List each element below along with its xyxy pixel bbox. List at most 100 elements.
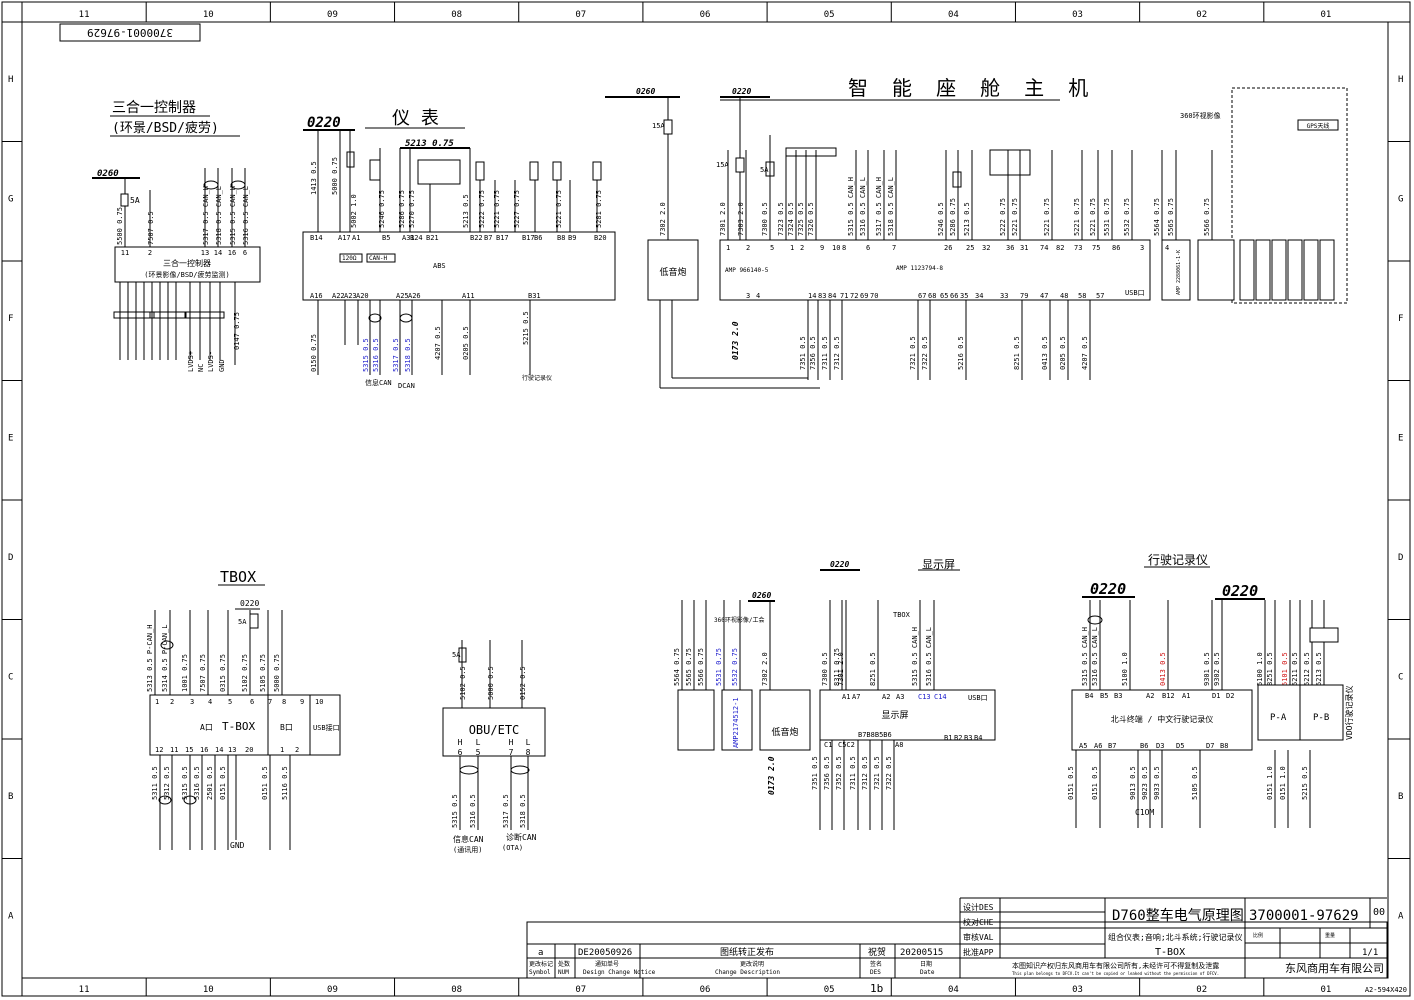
label-text: 更改说明 <box>740 960 764 968</box>
label-text: AMP 966140-5 <box>725 267 769 274</box>
wire-label: 5317 0.5 CAN_H <box>875 177 883 236</box>
wire-label: 7312 0.5 <box>861 756 869 790</box>
pin-label: 35 <box>960 292 968 300</box>
label-text: USB口 <box>1125 289 1145 297</box>
label-text: AMP2174512-1 <box>732 697 740 748</box>
label-text: 5315 0.5 <box>451 794 459 828</box>
wire-label: 7326 0.5 <box>807 202 815 236</box>
wire-label: 5105 0.5 <box>1191 766 1199 800</box>
pin-label: 33 <box>1000 292 1008 300</box>
pin-label: 34 <box>975 292 983 300</box>
wire-label: 7321 0.5 <box>909 336 917 370</box>
column-label: 05 <box>824 10 835 20</box>
pin-label: B12 <box>1162 692 1175 700</box>
pin-label: 15 <box>185 746 193 754</box>
pin-label: 6 <box>250 698 254 706</box>
row-label: F <box>1398 314 1403 324</box>
pin-label: 32 <box>982 244 990 252</box>
label-text: B4 <box>974 734 982 742</box>
label-text: VDO行驶记录仪 <box>1344 686 1354 740</box>
label-text: 5315 0.5 CAN_H <box>229 186 237 245</box>
pin-label: D2 <box>1226 692 1234 700</box>
pin-label: 31 <box>1020 244 1028 252</box>
label-text: 15A <box>652 122 665 130</box>
label-text: 360环视影像/工会 <box>714 616 764 624</box>
pin-label: 9 <box>820 244 824 252</box>
block-title: TBOX <box>220 568 256 586</box>
pin-label: B24 <box>410 234 423 242</box>
wire-label: 5311 0.5 <box>151 766 159 800</box>
label-text: 诊断CAN <box>506 832 537 842</box>
wire-label: 7302 2.0 <box>659 202 667 236</box>
label-text: B1 <box>944 734 952 742</box>
wire-label: 7351 0.5 <box>811 756 819 790</box>
pin-label: 67 <box>918 292 926 300</box>
wire-label: 7302 2.0 <box>761 652 769 686</box>
wire-label: 7300 0.5 <box>761 202 769 236</box>
label-text: (环景影像/BSD/疲劳监测) <box>144 270 230 279</box>
label-text: 20200515 <box>900 948 943 958</box>
wire-label: 5318 0.5 CAN_L <box>887 177 895 236</box>
pin-label: B7 <box>1108 742 1116 750</box>
pin-label: 26 <box>944 244 952 252</box>
label-text: 8 <box>526 748 531 757</box>
column-label: 10 <box>203 10 214 20</box>
row-label: B <box>8 792 13 802</box>
label-text: 6 <box>243 249 247 257</box>
pin-label: 72 <box>850 292 858 300</box>
pin-label: A11 <box>462 292 475 300</box>
label-text: 祝贺 <box>868 946 886 958</box>
wire-label: 9302 0.5 <box>1213 652 1221 686</box>
cluster-box <box>302 231 616 301</box>
label-text: 5246 0.75 <box>378 190 386 228</box>
pin-label: A3 <box>896 693 904 701</box>
label-text: 5316 0.5 CAN_L <box>242 186 250 245</box>
pin-label: A2 <box>1146 692 1154 700</box>
pin-label: 4 <box>208 698 212 706</box>
label-text: 15A <box>716 161 729 169</box>
pin-label: B20 <box>594 234 607 242</box>
label-text: B7B8B5B6 <box>858 731 892 739</box>
pin-label: 13 <box>228 746 236 754</box>
pin-label: 57 <box>1096 292 1104 300</box>
pin-label: 10 <box>832 244 840 252</box>
label-text: 北斗终端 / 中文行驶记录仪 <box>1111 714 1213 724</box>
display-box <box>819 689 996 741</box>
pin-label: 11 <box>170 746 178 754</box>
label-text: Date <box>920 969 935 976</box>
pin-label: 1 <box>726 244 730 252</box>
column-label: 07 <box>575 10 586 20</box>
wire-label: 7311 0.5 <box>821 336 829 370</box>
row-label: H <box>8 75 13 85</box>
pin-label: 73 <box>1074 244 1082 252</box>
wire-label: 5211 0.5 <box>1291 652 1299 686</box>
row-label: D <box>1398 553 1403 563</box>
pin-label: A22 <box>332 292 345 300</box>
label-text: 5315 0.5 <box>362 338 370 372</box>
label-text: 0220 <box>1222 582 1258 600</box>
label-text: 14 <box>214 249 222 257</box>
label-text: 通知单号 <box>595 960 619 968</box>
wire-label: 5246 0.5 <box>937 202 945 236</box>
pin-label: C13 <box>918 693 931 701</box>
label-text: 5286 0.75 <box>398 190 406 228</box>
pin-label: B14 <box>310 234 323 242</box>
label-text: 5000 0.5 <box>487 666 495 700</box>
wire-label: 0151 0.5 <box>219 766 227 800</box>
label-text: 1/1 <box>1362 948 1378 958</box>
pin-label: A23 <box>344 292 357 300</box>
wire-label: 0413 0.5 <box>1159 652 1167 686</box>
pin-label: 79 <box>1020 292 1028 300</box>
wire-label: 7312 0.5 <box>833 336 841 370</box>
wire-label: 7322 0.5 <box>921 336 929 370</box>
row-label: A <box>1398 911 1404 921</box>
wire-label: 0151 0.5 <box>1067 766 1075 800</box>
column-label: 11 <box>79 985 90 995</box>
wire-label: 2501 0.5 <box>206 766 214 800</box>
wire-label: 0151 0.5 <box>261 766 269 800</box>
wire-label: 5316 0.5 CAN_L <box>1091 627 1099 686</box>
label-text: 0173 2.0 <box>767 756 776 795</box>
label-text: 5A <box>452 651 461 659</box>
